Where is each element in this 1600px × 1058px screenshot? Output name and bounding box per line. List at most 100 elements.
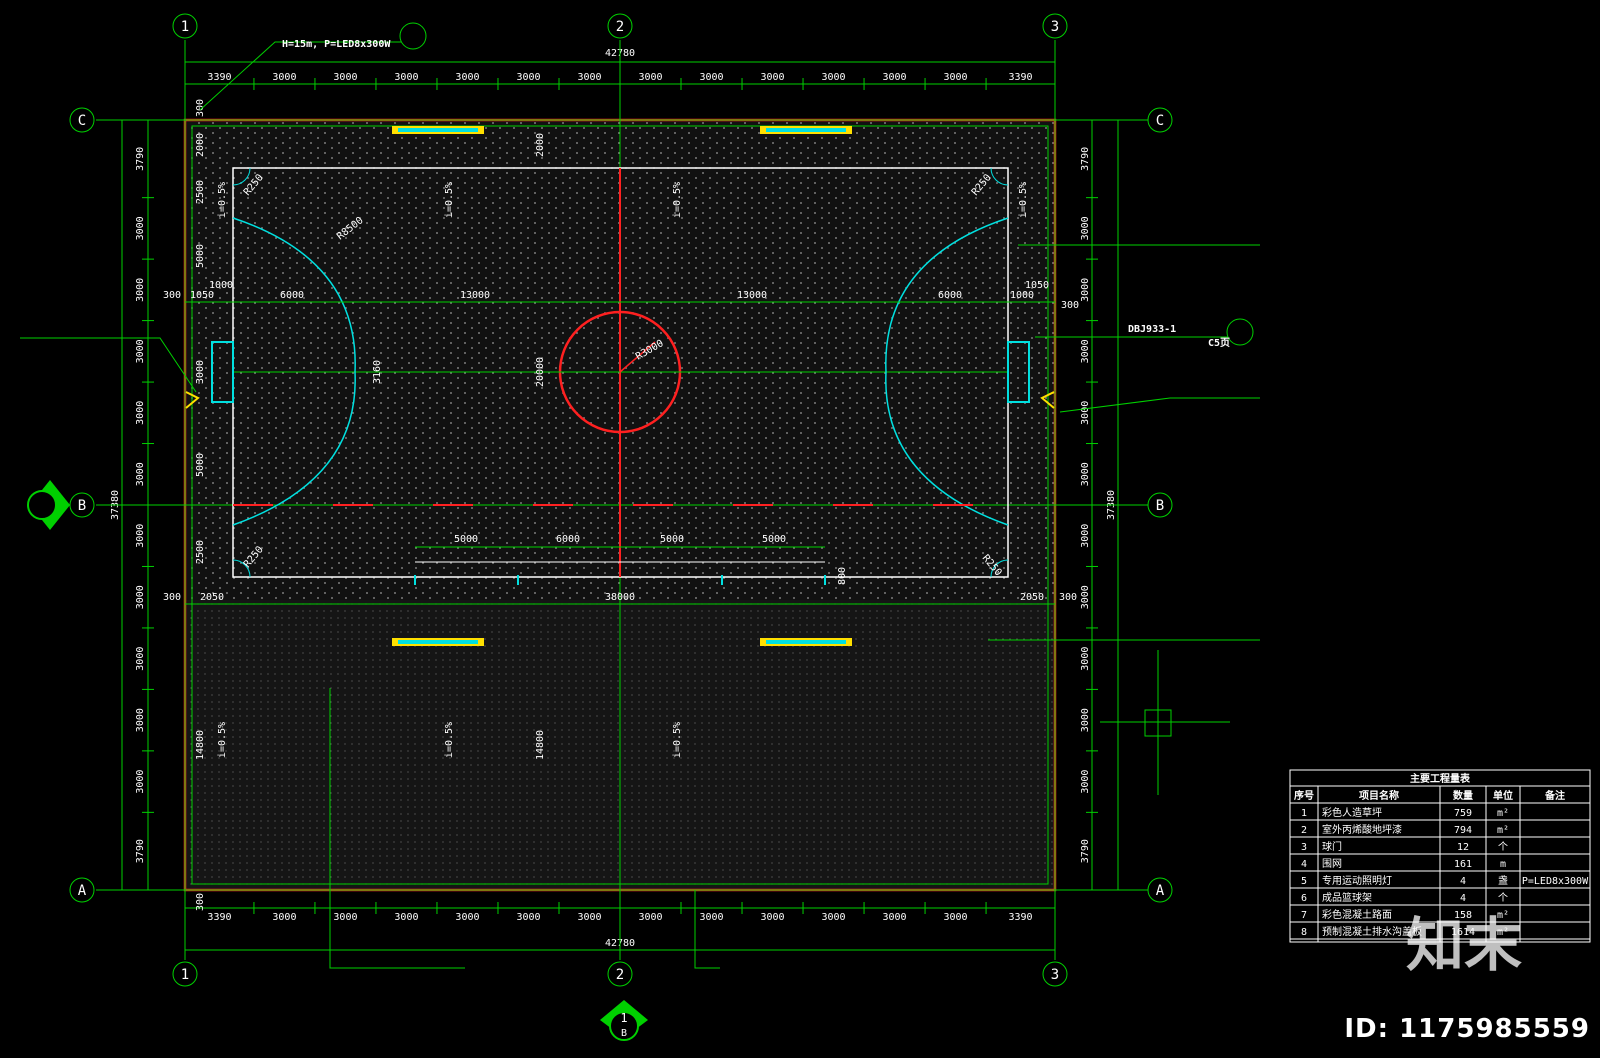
dim-bottom-label-3: 3000	[394, 912, 418, 923]
svg-text:300: 300	[163, 592, 181, 603]
svg-text:B: B	[78, 498, 86, 514]
svg-text:5000: 5000	[660, 534, 684, 545]
slope-labels: i=0.5% i=0.5% i=0.5% i=0.5% i=0.5% i=0.5…	[217, 182, 1029, 758]
table-cell-1-1: 室外丙烯酸地坪漆	[1322, 823, 1402, 836]
table-cell-7-1: 预制混凝土排水沟盖板	[1322, 925, 1422, 938]
svg-text:5000: 5000	[762, 534, 786, 545]
table-cell-4-4: P=LED8x300W	[1522, 876, 1589, 887]
svg-text:1: 1	[181, 967, 189, 983]
right-dimension-chain: 3790300030003000300030003000300030003000…	[1080, 119, 1098, 891]
dim-left-label-0: 3790	[135, 147, 146, 171]
svg-text:300: 300	[1061, 300, 1079, 311]
dim-bottom-label-7: 3000	[638, 912, 662, 923]
dim-bottom-label-10: 3000	[821, 912, 845, 923]
table-cell-0-1: 彩色人造草坪	[1322, 806, 1382, 819]
svg-text:2050: 2050	[200, 592, 224, 603]
svg-text:2: 2	[616, 967, 624, 983]
table-header-3: 单位	[1493, 789, 1513, 802]
svg-text:300: 300	[195, 99, 206, 117]
table-cell-6-3: m²	[1497, 910, 1509, 921]
dim-left-label-2: 3000	[135, 278, 146, 302]
table-cell-1-3: m²	[1497, 825, 1509, 836]
dim-right-label-8: 3000	[1080, 647, 1091, 671]
svg-text:5000: 5000	[195, 453, 206, 477]
grid-bubble-2-top: 2	[607, 13, 633, 39]
table-cell-1-0: 2	[1301, 825, 1307, 836]
dim-right-label-5: 3000	[1080, 462, 1091, 486]
dim-bottom-label-6: 3000	[577, 912, 601, 923]
watermark-logo: 知末	[1405, 911, 1522, 979]
svg-text:i=0.5%: i=0.5%	[217, 182, 228, 218]
svg-text:20000: 20000	[535, 357, 546, 387]
svg-text:B: B	[621, 1028, 627, 1039]
dim-right-label-6: 3000	[1080, 524, 1091, 548]
svg-text:B: B	[1156, 498, 1164, 514]
table-cell-7-0: 8	[1301, 927, 1307, 938]
grid-bubble-1-bottom: 1	[172, 961, 198, 987]
svg-text:13000: 13000	[737, 290, 767, 301]
table-header-2: 数量	[1453, 789, 1473, 802]
dim-right-label-3: 3000	[1080, 339, 1091, 363]
dim-top-label-0: 3390	[207, 72, 231, 83]
table-cell-7-3: m²	[1497, 927, 1509, 938]
grid-bubble-3-top: 3	[1042, 13, 1068, 39]
svg-text:2: 2	[616, 19, 624, 35]
svg-text:C: C	[1156, 113, 1164, 129]
table-cell-5-0: 6	[1301, 893, 1307, 904]
dim-bottom-label-12: 3000	[944, 912, 968, 923]
table-title: 主要工程量表	[1410, 772, 1471, 785]
svg-text:i=0.5%: i=0.5%	[672, 722, 683, 758]
svg-text:6000: 6000	[938, 290, 962, 301]
table-cell-1-2: 794	[1454, 825, 1472, 836]
dim-bottom-label-4: 3000	[455, 912, 479, 923]
table-cell-4-2: 4	[1460, 876, 1466, 887]
callout-leaders	[20, 22, 1260, 969]
svg-text:6000: 6000	[280, 290, 304, 301]
dim-left-label-6: 3000	[135, 524, 146, 548]
dim-top-label-11: 3000	[882, 72, 906, 83]
table-header-0: 序号	[1294, 789, 1314, 802]
svg-text:300: 300	[163, 290, 181, 301]
dim-bottom-label-5: 3000	[516, 912, 540, 923]
table-cell-6-2: 158	[1454, 910, 1472, 921]
svg-text:5000: 5000	[195, 244, 206, 268]
dim-top-label-1: 3000	[272, 72, 296, 83]
grid-bubble-1-top: 1	[172, 13, 198, 39]
grid-bubble-b-right: B	[1147, 492, 1173, 518]
table-cell-2-2: 12	[1457, 842, 1469, 853]
dim-top-label-4: 3000	[455, 72, 479, 83]
dim-bottom-label-13: 3390	[1008, 912, 1032, 923]
dim-top-label-10: 3000	[821, 72, 845, 83]
dim-left-label-3: 3000	[135, 339, 146, 363]
dim-bottom-label-9: 3000	[760, 912, 784, 923]
dim-right-label-11: 3790	[1080, 839, 1091, 863]
svg-text:2500: 2500	[195, 540, 206, 564]
grid-bubble-c-right: C	[1147, 107, 1173, 133]
svg-text:13000: 13000	[460, 290, 490, 301]
dim-left-label-8: 3000	[135, 647, 146, 671]
table-cell-2-3: 个	[1498, 841, 1508, 853]
dim-top-label-12: 3000	[944, 72, 968, 83]
table-cell-2-0: 3	[1301, 842, 1307, 853]
svg-text:800: 800	[837, 567, 848, 585]
dim-top-label-2: 3000	[333, 72, 357, 83]
section-mark-bottom: 1 B	[600, 1000, 648, 1041]
svg-text:3160: 3160	[372, 360, 383, 384]
dim-left-label-9: 3000	[135, 708, 146, 732]
svg-text:38000: 38000	[605, 592, 635, 603]
svg-text:i=0.5%: i=0.5%	[444, 182, 455, 218]
dim-right-label-10: 3000	[1080, 770, 1091, 794]
dim-top-label-6: 3000	[577, 72, 601, 83]
table-cell-7-2: 1614	[1451, 927, 1475, 938]
dim-top-label-8: 3000	[699, 72, 723, 83]
svg-text:14800: 14800	[535, 730, 546, 760]
svg-text:A: A	[1156, 883, 1165, 899]
table-cell-0-2: 759	[1454, 808, 1472, 819]
dim-left-label-1: 3000	[135, 216, 146, 240]
grid-bubble-c-left: C	[69, 107, 95, 133]
table-header-1: 项目名称	[1359, 789, 1399, 802]
dim-right-label-7: 3000	[1080, 585, 1091, 609]
watermark-id: ID: 1175985559	[1344, 1014, 1590, 1044]
